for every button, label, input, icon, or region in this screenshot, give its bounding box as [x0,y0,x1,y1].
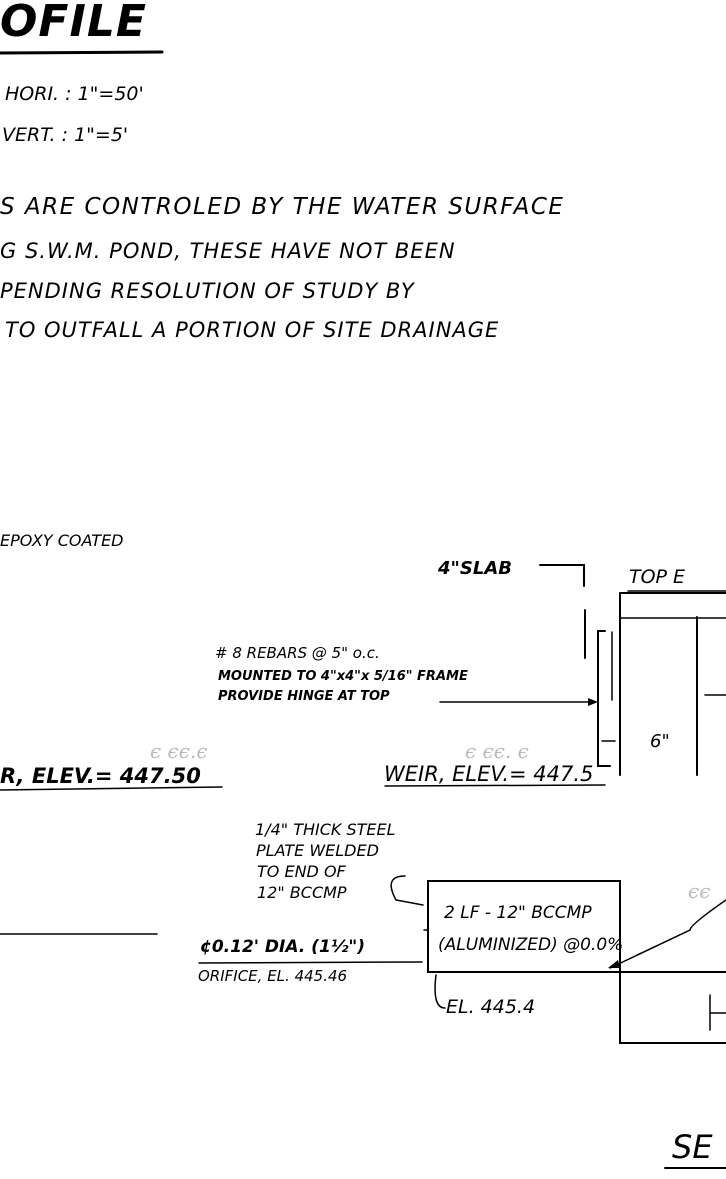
rebar-note: # 8 REBARS @ 5" o.c. [215,644,380,662]
note-line: TO OUTFALL A PORTION OF SITE DRAINAGE [5,318,500,342]
pipe-curve-arrow [608,960,620,968]
plate-note: PLATE WELDED [256,841,379,860]
plate-note: TO END OF [257,862,346,881]
section-label: SE [672,1128,713,1166]
note-line: G S.W.M. POND, THESE HAVE NOT BEEN [0,239,456,263]
rebar-arrowhead [588,698,598,706]
hatch-mark: ϵϵ [688,879,710,903]
rebar-note: MOUNTED TO 4"x4"x 5/16" FRAME [218,669,468,684]
note-line: PENDING RESOLUTION OF STUDY BY [0,279,415,303]
slab-label: 4"SLAB [438,558,512,579]
weir-left-underline [0,786,223,791]
hatch-mark: ϵ ϵϵ. ϵ [465,739,529,763]
note-line: S ARE CONTROLED BY THE WATER SURFACE [0,194,565,220]
orifice-label-underline [198,961,423,964]
plate-note: 12" BCCMP [257,883,347,902]
invert-leader [434,974,446,1009]
page-title: OFILE [0,0,147,47]
epoxy-label: EPOXY COATED [0,531,124,550]
rebar-note: PROVIDE HINGE AT TOP [218,689,390,704]
scale-horizontal: HORI. : 1"=50' [5,83,144,105]
base-outline [619,971,726,1044]
frame-outline [597,630,611,767]
orifice-dia-label: ¢0.12' DIA. (1½") [200,937,366,957]
weir-right-underline [384,784,606,787]
pipe-label: (ALUMINIZED) @0.0% [438,935,624,955]
top-label: TOP E [629,566,686,588]
hatch-mark: ϵ ϵϵ.ϵ [150,739,208,763]
weir-elevation-left: R, ELEV.= 447.50 [0,764,201,788]
orifice-elevation-label: ORIFICE, EL. 445.46 [198,967,348,985]
plate-leader [390,875,424,906]
slab-leader [539,564,585,587]
title-underline [0,50,164,55]
wall-thickness-label: 6" [650,731,670,752]
pipe-curve-leader [609,899,726,969]
plate-note: 1/4" THICK STEEL [255,820,396,839]
scale-vertical: VERT. : 1"=5' [2,124,129,146]
outlet-pipe [427,880,621,973]
weir-elevation-right: WEIR, ELEV.= 447.5 [384,762,594,786]
pipe-label: 2 LF - 12" BCCMP [444,903,592,923]
invert-elevation-label: EL. 445.4 [446,996,536,1018]
